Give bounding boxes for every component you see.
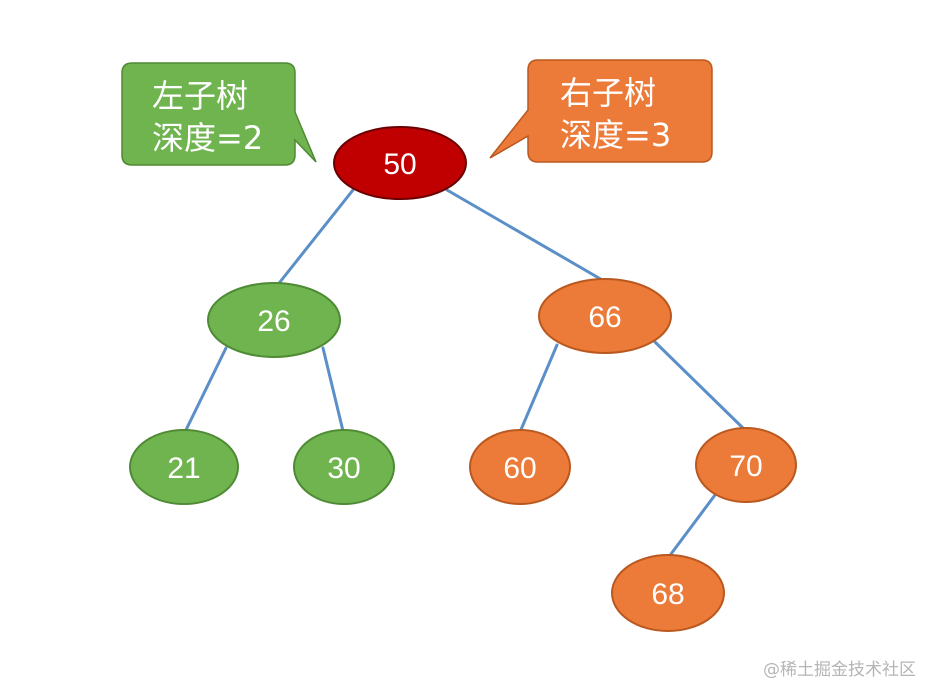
right-callout-line1: 右子树 (560, 74, 656, 112)
edge-66-70 (653, 340, 747, 432)
node-label: 68 (651, 578, 684, 611)
tree-node-50: 50 (333, 126, 467, 200)
node-ellipse (611, 554, 725, 632)
tree-node-66: 66 (538, 278, 672, 354)
node-label: 26 (257, 305, 290, 338)
node-ellipse (293, 429, 395, 505)
right-callout-bubble (489, 59, 713, 163)
node-label: 66 (588, 301, 621, 334)
tree-node-30: 30 (293, 429, 395, 505)
node-ellipse (469, 429, 571, 505)
tree-node-21: 21 (129, 429, 239, 505)
right-subtree-callout: 右子树 深度=3 (489, 59, 713, 163)
tree-edges (183, 188, 747, 560)
edge-26-30 (321, 346, 345, 433)
left-subtree-callout: 左子树 深度=2 (121, 62, 317, 166)
node-ellipse (333, 126, 467, 200)
node-label: 60 (503, 452, 536, 485)
tree-node-26: 26 (207, 282, 341, 358)
edge-26-21 (183, 346, 228, 434)
tree-node-70: 70 (695, 427, 797, 503)
right-callout-line2: 深度=3 (560, 116, 671, 154)
left-callout-line2: 深度=2 (152, 119, 263, 157)
edge-66-60 (518, 343, 559, 434)
edge-50-66 (445, 188, 606, 283)
node-label: 21 (167, 452, 200, 485)
tree-node-60: 60 (469, 429, 571, 505)
node-label: 30 (327, 452, 360, 485)
node-ellipse (129, 429, 239, 505)
watermark-text: @稀土掘金技术社区 (763, 660, 916, 680)
node-label: 70 (729, 450, 762, 483)
node-label: 50 (383, 148, 416, 181)
edge-50-26 (274, 188, 355, 289)
left-callout-line1: 左子树 (152, 77, 248, 115)
left-callout-bubble (121, 62, 317, 166)
tree-node-68: 68 (611, 554, 725, 632)
node-ellipse (538, 278, 672, 354)
node-ellipse (695, 427, 797, 503)
node-ellipse (207, 282, 341, 358)
edge-70-68 (666, 493, 717, 560)
